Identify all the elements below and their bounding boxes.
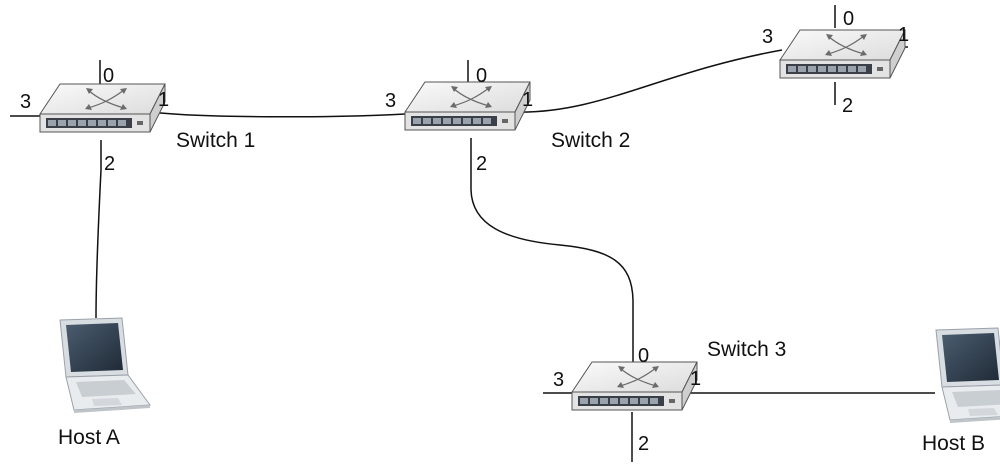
switch-2[interactable]: 0 1 2 3 Switch 2 bbox=[385, 65, 630, 175]
switch-top-right-port-1: 1 bbox=[898, 24, 909, 46]
switch-1-icon bbox=[39, 83, 166, 133]
switch-top-right-port-0: 0 bbox=[843, 8, 854, 30]
switch-1-port-3: 3 bbox=[20, 91, 31, 113]
host-a[interactable]: Host A bbox=[58, 317, 151, 449]
switch-2-label: Switch 2 bbox=[551, 129, 630, 152]
switch-3-port-3: 3 bbox=[553, 369, 564, 391]
laptop-icon bbox=[59, 317, 151, 414]
switch-top-right-port-3: 3 bbox=[762, 26, 773, 48]
links bbox=[10, 5, 935, 462]
link-switch2-switch3 bbox=[470, 138, 634, 368]
switch-top-right-port-2: 2 bbox=[842, 95, 853, 117]
switch-3-port-2: 2 bbox=[638, 433, 649, 455]
switch-2-port-1: 1 bbox=[522, 89, 533, 111]
laptop-icon bbox=[935, 327, 1000, 424]
switch-3[interactable]: 0 1 2 3 Switch 3 bbox=[553, 338, 786, 455]
host-a-label: Host A bbox=[58, 426, 120, 449]
switch-3-label: Switch 3 bbox=[707, 338, 786, 361]
switch-1-label: Switch 1 bbox=[176, 129, 255, 152]
host-b-label: Host B bbox=[922, 432, 985, 455]
switch-1-port-0: 0 bbox=[103, 65, 114, 87]
switch-2-port-0: 0 bbox=[476, 65, 487, 87]
switch-1-port-2: 2 bbox=[104, 153, 115, 175]
host-b[interactable]: Host B bbox=[922, 327, 1000, 455]
switch-top-right-icon bbox=[779, 29, 906, 79]
switch-top-right[interactable]: 0 1 2 3 bbox=[762, 8, 909, 117]
switch-1[interactable]: 0 1 2 3 Switch 1 bbox=[20, 65, 255, 175]
switch-3-port-1: 1 bbox=[690, 368, 701, 390]
link-switch2-switch-top-right bbox=[514, 49, 783, 113]
switch-2-port-2: 2 bbox=[476, 153, 487, 175]
switch-2-port-3: 3 bbox=[385, 90, 396, 112]
switch-3-icon bbox=[571, 361, 698, 411]
switch-2-icon bbox=[404, 81, 531, 131]
switch-1-port-1: 1 bbox=[158, 89, 169, 111]
switch-3-port-0: 0 bbox=[638, 345, 649, 367]
link-switch1-hostA bbox=[95, 140, 102, 319]
link-switch1-switch2 bbox=[151, 111, 406, 118]
